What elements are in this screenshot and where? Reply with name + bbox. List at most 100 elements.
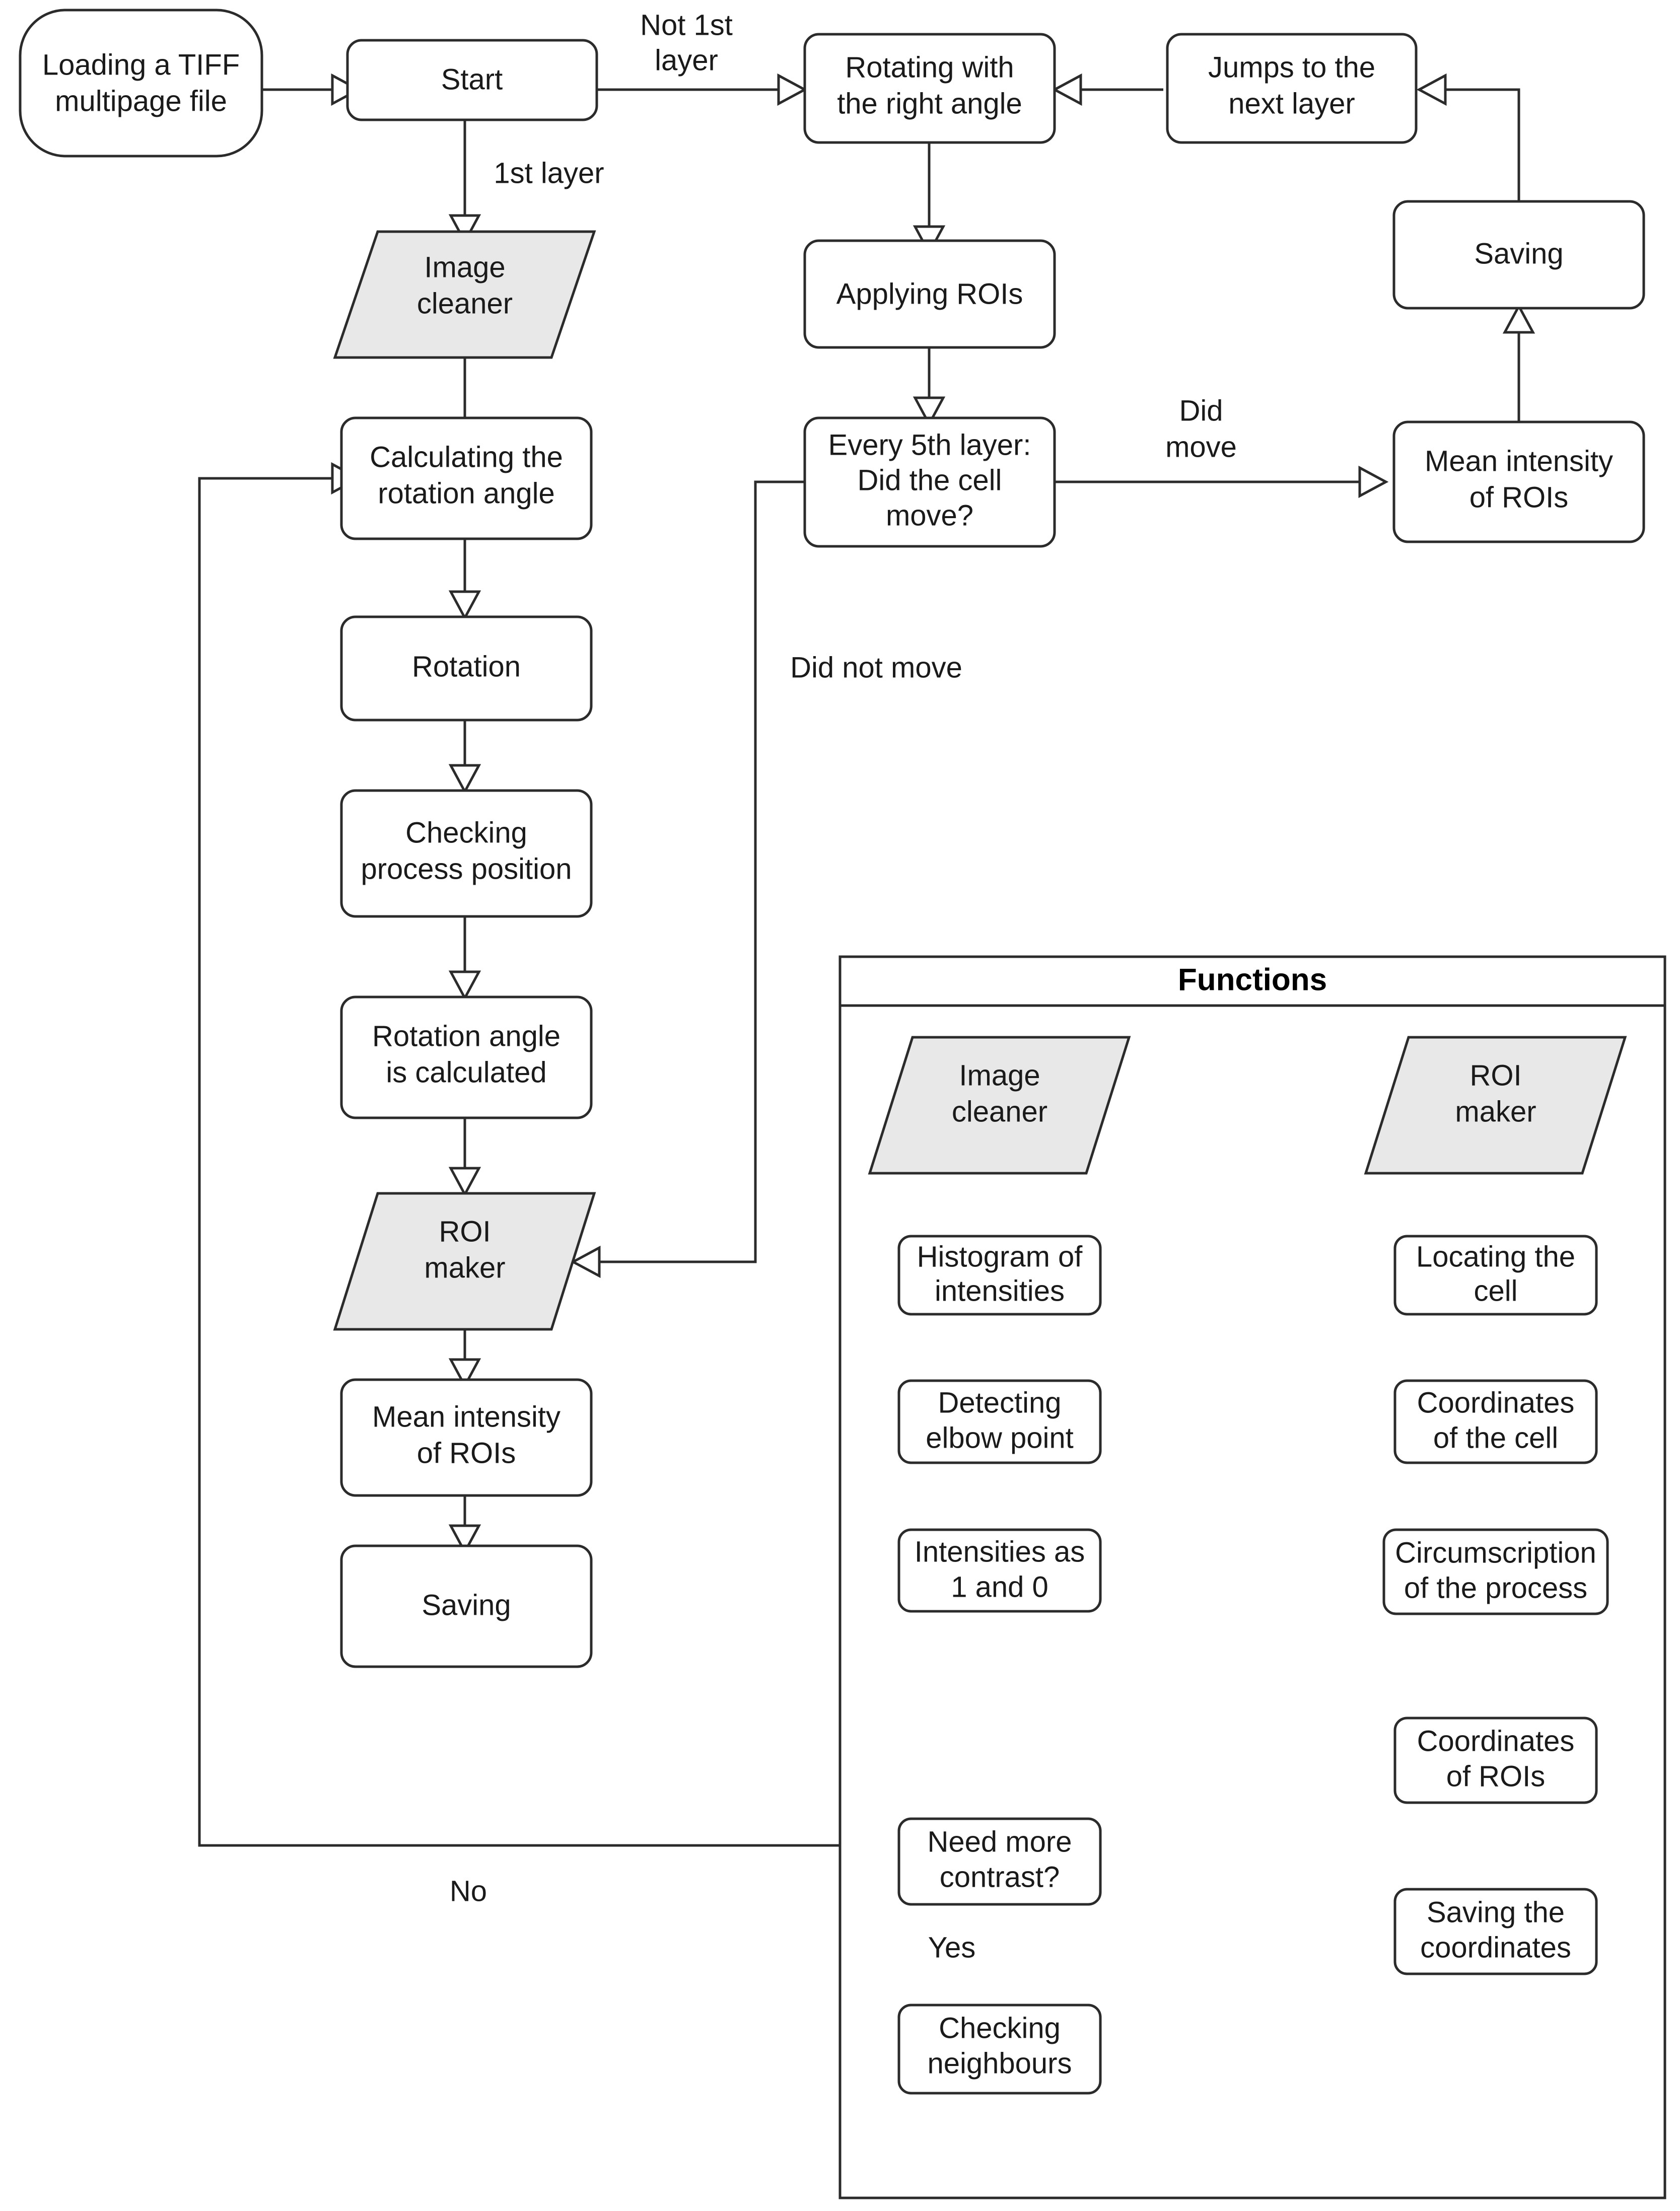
node-roi-maker-main-border (333, 1192, 596, 1331)
node-loading-tiff[interactable]: Loading a TIFF multipage file (19, 9, 263, 158)
functions-panel-title: Functions (1178, 962, 1327, 997)
node-coordinates-of-rois[interactable]: Coordinates of ROIs (1393, 1717, 1598, 1804)
arrowhead-applyrois-to-every5 (913, 396, 946, 427)
node-meanint-right-border (1392, 420, 1645, 543)
node-rotation-angle-is-calculated[interactable]: Rotation angle is calculated (340, 995, 593, 1119)
nodes-layer: Loading a TIFF multipage file Start Rota… (19, 9, 1645, 2095)
node-image-cleaner-function[interactable]: Image cleaner (868, 1036, 1131, 1175)
node-roi-maker-function[interactable]: ROI maker (1364, 1036, 1627, 1175)
node-histo-border (897, 1235, 1102, 1316)
node-roi-maker-main[interactable]: ROI maker (333, 1192, 596, 1331)
node-saving-right-label: Saving (1474, 237, 1563, 270)
node-saving-right-border (1392, 200, 1645, 310)
node-ints10-border (897, 1528, 1102, 1613)
node-roi-maker-function-border (1364, 1036, 1627, 1175)
node-circum-border (1382, 1528, 1609, 1615)
arrowhead-meanintr-to-savingr (1502, 303, 1535, 334)
node-coordcell-bg (1395, 1381, 1596, 1463)
node-histo-line1: Histogram of (917, 1240, 1083, 1273)
node-anglecalc-bg (341, 997, 591, 1118)
node-checkpos-line1: Checking (405, 816, 527, 849)
node-saving-left[interactable]: Saving (340, 1544, 593, 1668)
node-ints10-line1: Intensities as (915, 1535, 1085, 1568)
node-image-cleaner-main-line1: Image (424, 251, 505, 283)
node-loading-tiff-border (19, 9, 263, 158)
node-locating-line1: Locating the (1416, 1240, 1575, 1273)
node-savecoord-border (1393, 1888, 1598, 1975)
node-circumscription-of-the-process[interactable]: Circumscription of the process (1382, 1528, 1609, 1615)
node-rotating-right-angle[interactable]: Rotating with the right angle (803, 33, 1056, 144)
node-saving-left-bg (341, 1546, 591, 1667)
edge-label-no: No (450, 1875, 487, 1907)
node-loading-tiff-line1: Loading a TIFF (42, 48, 240, 81)
edge-savingr-to-jumps (1445, 88, 1520, 201)
node-image-cleaner-main-line2: cleaner (417, 287, 513, 320)
node-needcontrast-border (897, 1817, 1102, 1906)
arrowhead-load-to-start (331, 73, 362, 106)
node-start-border (346, 39, 598, 121)
node-saving-right-bg (1394, 201, 1644, 308)
node-applying-rois-border (803, 239, 1056, 349)
node-mean-intensity-rois-right[interactable]: Mean intensity of ROIs (1392, 420, 1645, 543)
node-rotation-bg (341, 617, 591, 720)
node-elbow-border (897, 1379, 1102, 1464)
node-anglecalc-line1: Rotation angle (372, 1020, 561, 1052)
node-every5-bg (805, 418, 1055, 546)
node-coordrois-border (1393, 1717, 1598, 1804)
edge-labels-layer: Not 1st layer 1st layer Did move Did not… (450, 9, 1237, 1964)
node-circum-bg (1384, 1530, 1607, 1614)
arrowhead-rotation-to-checkpos (448, 764, 481, 795)
node-calcangle-bg (341, 418, 591, 539)
node-mean-intensity-rois-left[interactable]: Mean intensity of ROIs (340, 1378, 593, 1497)
node-loading-tiff-line2: multipage file (55, 85, 227, 117)
node-intensities-1-and-0[interactable]: Intensities as 1 and 0 (897, 1528, 1102, 1613)
node-start-label: Start (441, 63, 503, 96)
node-savecoord-line2: coordinates (1420, 1931, 1571, 1964)
node-checking-process-position[interactable]: Checking process position (340, 789, 593, 918)
node-detecting-elbow-point[interactable]: Detecting elbow point (897, 1379, 1102, 1464)
node-histogram-of-intensities[interactable]: Histogram of intensities (897, 1235, 1102, 1316)
arrowhead-every5-to-meanintr (1358, 465, 1389, 498)
node-start-bg (347, 40, 597, 120)
node-checkpos-line2: process position (361, 852, 572, 885)
node-saving-right[interactable]: Saving (1392, 200, 1645, 310)
node-every-5th-layer-decision[interactable]: Every 5th layer: Did the cell move? (803, 416, 1056, 548)
node-image-cleaner-function-line1: Image (959, 1059, 1040, 1092)
node-jumps-next-layer[interactable]: Jumps to the next layer (1166, 33, 1418, 144)
functions-panel-border (838, 955, 1666, 2199)
node-applying-rois-bg (805, 241, 1055, 347)
node-roi-maker-main-line2: maker (424, 1251, 505, 1284)
node-rotation-border (340, 615, 593, 722)
node-rotating-bg (805, 34, 1055, 142)
node-image-cleaner-function-border (868, 1036, 1131, 1175)
node-ints10-bg (899, 1530, 1100, 1611)
node-coordinates-of-the-cell[interactable]: Coordinates of the cell (1393, 1379, 1598, 1464)
edge-every5-to-roimaker1 (599, 480, 804, 1263)
node-image-cleaner-main[interactable]: Image cleaner (333, 230, 596, 359)
node-locating-the-cell[interactable]: Locating the cell (1393, 1235, 1598, 1316)
node-applying-rois[interactable]: Applying ROIs (803, 239, 1056, 349)
node-need-more-contrast-decision[interactable]: Need more contrast? (897, 1817, 1102, 1906)
node-calcangle-line1: Calculating the (370, 441, 563, 473)
arrowhead-meanintl-to-savingl (448, 1524, 481, 1555)
node-every5-border (803, 416, 1056, 548)
edge-label-not-1st-layer-line1: Not 1st (640, 9, 733, 41)
node-meanint-right-line1: Mean intensity (1425, 445, 1613, 477)
node-rotation[interactable]: Rotation (340, 615, 593, 722)
node-image-cleaner-function-line2: cleaner (952, 1095, 1047, 1128)
edge-label-not-1st-layer-line2: layer (655, 44, 718, 77)
node-locating-bg (1395, 1236, 1596, 1314)
node-calculating-rotation-angle[interactable]: Calculating the rotation angle (340, 416, 593, 540)
node-coordrois-line2: of ROIs (1446, 1760, 1546, 1793)
node-roi-maker-function-bg (1366, 1037, 1625, 1173)
node-meanint-left-border (340, 1378, 593, 1497)
node-saving-the-coordinates[interactable]: Saving the coordinates (1393, 1888, 1598, 1975)
node-elbow-line1: Detecting (938, 1386, 1061, 1419)
node-anglecalc-line2: is calculated (386, 1056, 546, 1089)
node-roi-maker-main-bg (335, 1193, 594, 1329)
node-checking-neighbours[interactable]: Checking neighbours (897, 2004, 1102, 2095)
edge-needcontrast-no-to-calcangle (198, 477, 899, 1847)
arrowhead-checkpos-to-anglecalc (448, 970, 481, 1001)
node-start[interactable]: Start (346, 39, 598, 121)
